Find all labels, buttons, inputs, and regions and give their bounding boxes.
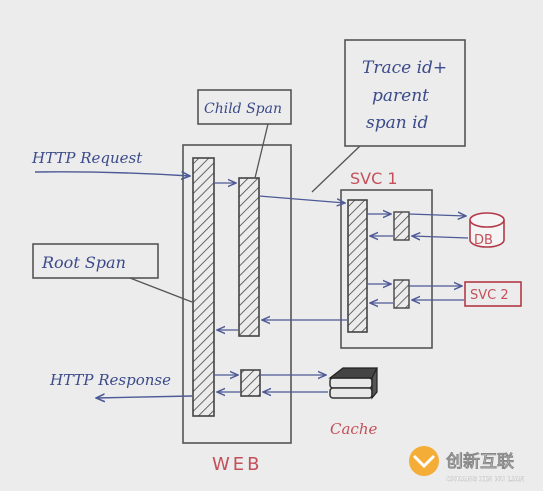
watermark-cn: 创新互联 <box>445 451 514 472</box>
root-span-pointer <box>129 277 193 303</box>
child-span-bar <box>238 177 260 337</box>
db-bar-to-db-arrow <box>408 214 466 216</box>
child-to-svc1-arrow <box>258 195 345 203</box>
web-label: WEB <box>212 454 263 475</box>
svc1-svc2-span-bar <box>393 279 410 309</box>
child-span-label: Child Span <box>204 101 282 117</box>
http-request-arrow <box>34 172 190 176</box>
trace-note-line1: Trace id+ <box>362 58 447 78</box>
svc2-label: SVC 2 <box>470 288 509 303</box>
watermark-logo: 创新互联 CHUANG XIN HU LIAN <box>409 446 525 483</box>
svc2-box <box>464 281 522 307</box>
root-span-label: Root Span <box>41 253 126 272</box>
svc1-label: SVC 1 <box>350 169 398 188</box>
cache-label: Cache <box>330 420 377 438</box>
http-response-arrow <box>96 396 193 398</box>
watermark-en: CHUANG XIN HU LIAN <box>446 475 525 483</box>
root-span-bar <box>192 157 215 417</box>
trace-note-line2: parent <box>372 86 429 106</box>
svc1-box <box>340 189 433 349</box>
root-span-callout <box>32 243 159 279</box>
db-label: DB <box>474 233 493 248</box>
http-response-label: HTTP Response <box>49 371 171 389</box>
cache-span-bar <box>240 369 261 397</box>
child-span-callout <box>197 89 292 125</box>
trace-note-callout <box>344 39 466 147</box>
svc1-db-span-bar <box>393 211 410 241</box>
db-cylinder: DB <box>469 212 505 248</box>
http-request-label: HTTP Request <box>31 149 143 167</box>
trace-note-line3: span id <box>366 113 429 133</box>
svc1-span-bar <box>347 199 368 333</box>
child-span-pointer <box>254 123 269 179</box>
web-box <box>182 144 292 444</box>
db-to-db-bar-arrow <box>412 236 469 238</box>
cache-icon <box>328 367 378 400</box>
trace-note-pointer <box>311 145 361 193</box>
